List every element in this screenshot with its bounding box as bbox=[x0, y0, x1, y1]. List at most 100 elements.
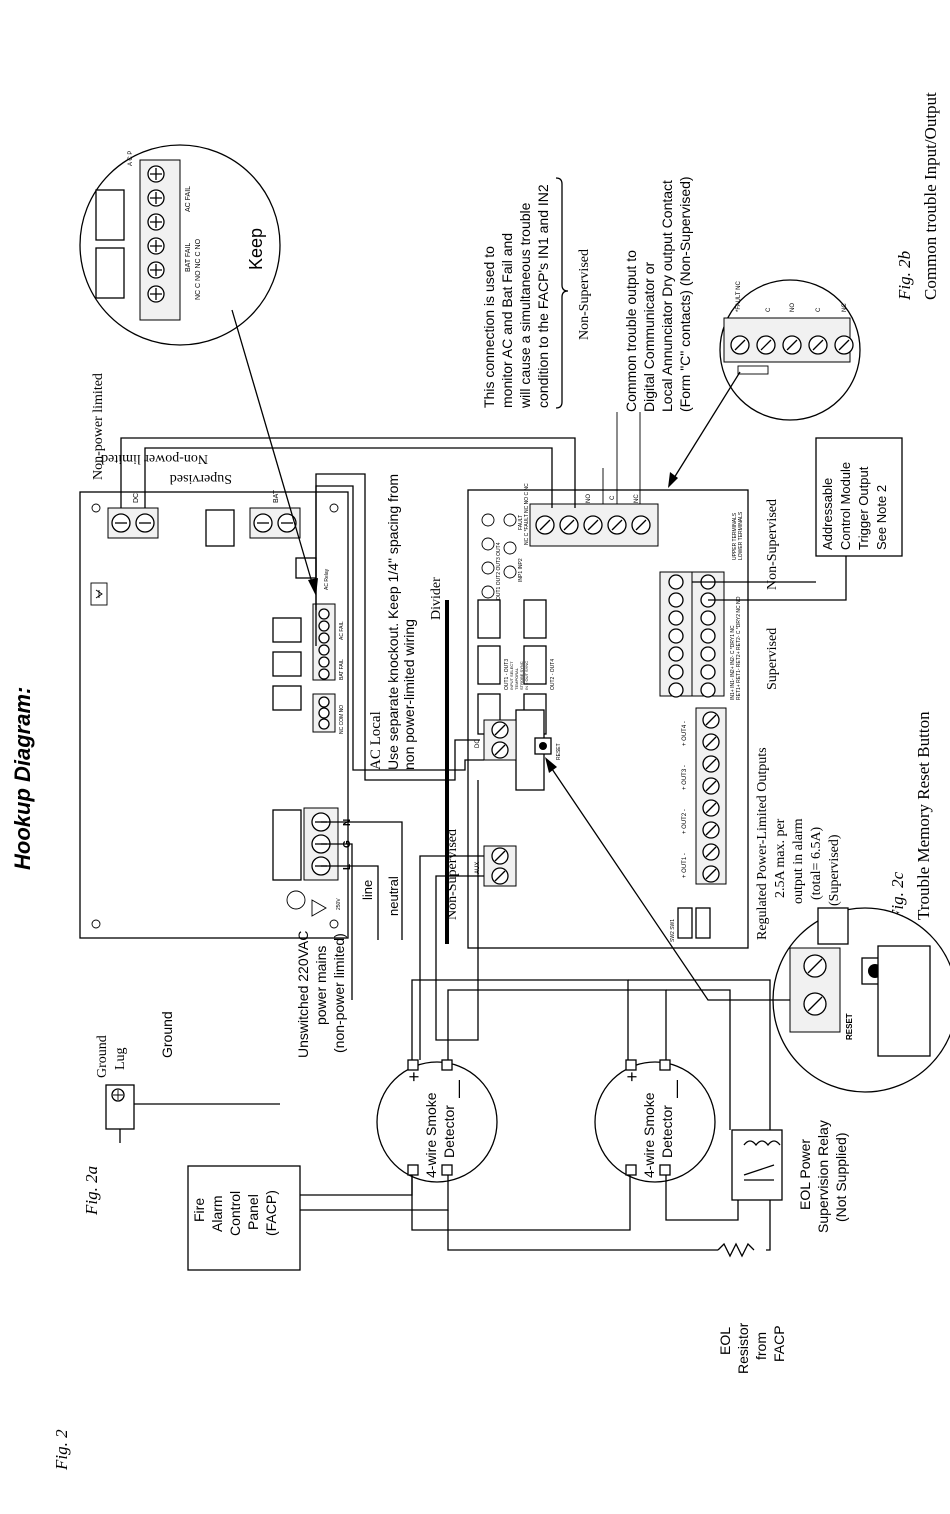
outputs-note-1: Regulated Power-Limited Outputs bbox=[755, 747, 770, 940]
ground-lug-label-2: Lug bbox=[113, 1047, 128, 1070]
eol-res-line-3: from bbox=[753, 1332, 769, 1360]
common-note-2: Digital Communicator or bbox=[641, 262, 657, 412]
outputs-note-2: 2.5A max. per bbox=[773, 818, 788, 898]
facp-box: Fire Alarm Control Panel (FACP) bbox=[187, 1165, 301, 1271]
line-label: line bbox=[360, 880, 375, 900]
acm-line-4: See Note 2 bbox=[874, 485, 889, 550]
bat-fail-label: BAT FAIL bbox=[339, 659, 345, 680]
zoom-fault-terminals: *FAULT NC NO C NC C bbox=[719, 279, 861, 421]
neutral-label: neutral bbox=[386, 876, 401, 916]
zoom-top-label-a: BAT FAIL bbox=[185, 243, 192, 272]
zoom-mid-label-d: NC bbox=[842, 303, 848, 312]
smoke-1-line-2: Detector bbox=[441, 1105, 457, 1158]
ac-local-note-2: non power-limited wiring bbox=[401, 619, 417, 770]
out24-select-label: OUT2 - OUT4 bbox=[550, 659, 556, 690]
smoke-2-plus: + bbox=[622, 1071, 642, 1082]
facp-line-1: Fire bbox=[191, 1198, 207, 1222]
power-supply-board: AC Relay DC BAT BAT FAIL AC FAIL bbox=[79, 489, 353, 939]
eol-res-line-4: FACP bbox=[771, 1325, 787, 1362]
monitor-note-3: will cause a simultaneous trouble bbox=[517, 202, 533, 409]
smoke-1-minus: — bbox=[448, 1080, 468, 1098]
ac-fail-label: AC FAIL bbox=[339, 621, 345, 640]
zoom-arrows bbox=[231, 309, 790, 1001]
smoke-detector-2: + — 4-wire Smoke Detector bbox=[594, 1059, 716, 1183]
outputs-note-5: (Supervised) bbox=[827, 834, 842, 906]
inp-label: INP1 INP2 bbox=[518, 558, 524, 582]
smoke-1-plus: + bbox=[404, 1071, 424, 1082]
fig2b-label: Fig. 2b bbox=[895, 251, 914, 301]
monitor-note-2: monitor AC and Bat Fail and bbox=[499, 233, 515, 408]
monitor-note-1: This connection is used to bbox=[481, 246, 497, 408]
reset-button: RESET bbox=[534, 737, 562, 760]
supervised-inputs: Supervised bbox=[765, 628, 780, 690]
sel-line-2: TEMPORAL bbox=[514, 667, 519, 690]
ac-relay-label: AC Relay bbox=[324, 568, 330, 590]
fault-terminal-row: NC C *FAULT NC NO C NC C NO NC bbox=[524, 483, 659, 547]
zoom-mid-label-b: NO bbox=[790, 303, 796, 312]
sel-line-4: IN = OUT SYNC bbox=[524, 661, 529, 690]
fault-led-label: FAULT bbox=[518, 515, 524, 530]
aux-terminal: AUX bbox=[475, 845, 517, 887]
monitor-note-4: condition to the FACP's IN1 and IN2 bbox=[535, 184, 551, 408]
smoke-2-minus: — bbox=[666, 1080, 686, 1098]
eol-relay: EOL Power Supervision Relay (Not Supplie… bbox=[731, 1120, 849, 1233]
smoke-detector-1: + — 4-wire Smoke Detector bbox=[376, 1059, 498, 1183]
bat-terminal: BAT bbox=[249, 489, 301, 539]
addressable-control-module: Addressable Control Module Trigger Outpu… bbox=[815, 437, 903, 557]
zoom-top-label-d: Keep bbox=[246, 228, 266, 270]
fault-row-no-label: NO bbox=[586, 494, 592, 503]
zoom-mid-label-a: *FAULT NC bbox=[736, 281, 742, 312]
non-supervised-inputs: Non-Supervised bbox=[765, 499, 780, 590]
zoom-top-label-c: NC C NO NC C NO bbox=[195, 238, 202, 300]
output-terminals: + OUT4 - + OUT3 - + OUT2 - + OUT1 - bbox=[682, 707, 727, 885]
zoom-top-label-b: AC FAIL bbox=[185, 186, 192, 212]
acm-line-3: Trigger Output bbox=[856, 466, 871, 550]
ac-local-title: AC Local bbox=[368, 711, 384, 770]
smoke-1-line-1: 4-wire Smoke bbox=[423, 1092, 439, 1178]
input-terminal-row: UPPER TERMINALS LOWER TERMINALS IN1+ IN1… bbox=[659, 511, 744, 700]
facp-line-5: (FACP) bbox=[263, 1190, 279, 1236]
zoom-fail-terminals: BAT FAIL AC FAIL NC C NO NC C NO Keep A … bbox=[79, 144, 281, 346]
output-board: NC C *FAULT NC NO C NC C NO NC OUT1 OUT2… bbox=[467, 483, 749, 949]
lower-terminals-label: LOWER TERMINALS bbox=[738, 511, 744, 560]
dc-bottom-label: DC bbox=[475, 739, 481, 748]
wiring bbox=[120, 412, 847, 1251]
ground-label: Ground bbox=[159, 1011, 175, 1058]
mains-label-1: Unswitched 220VAC bbox=[295, 931, 311, 1058]
smoke-2-line-1: 4-wire Smoke bbox=[641, 1092, 657, 1178]
sw-switches: SW2 SW1 bbox=[670, 907, 711, 942]
sw-label: SW2 SW1 bbox=[670, 919, 676, 942]
zoom-reset-button: RESET bbox=[772, 907, 950, 1093]
non-power-limited-top: Non-power limited bbox=[91, 373, 106, 480]
facp-line-3: Control bbox=[227, 1191, 243, 1236]
acm-line-2: Control Module bbox=[838, 462, 853, 550]
divider-label: Divider bbox=[429, 577, 444, 620]
in-row-lower-label: RET1+ RET1- RET2+ RET2- C *DRY2 NC NO bbox=[736, 596, 742, 700]
status-leds: OUT1 OUT2 OUT3 OUT4 INP1 INP2 FAULT bbox=[481, 513, 524, 600]
ground-lug-label-1: Ground bbox=[95, 1035, 110, 1078]
non-supervised-aux: Non-Supervised bbox=[445, 829, 460, 920]
nc-com-no-label: NC COM NO bbox=[339, 705, 345, 734]
outputs-note-3: output in alarm bbox=[791, 818, 806, 904]
dc-terminal-bottom: DC bbox=[475, 719, 517, 761]
out3-label: + OUT3 - bbox=[682, 765, 688, 790]
fail-relay-terminal: BAT FAIL AC FAIL bbox=[312, 603, 345, 681]
eol-resistor: EOL Resistor from FACP bbox=[717, 1242, 787, 1374]
monitor-brace bbox=[555, 177, 569, 409]
fig2b-caption: Common trouble Input/Output bbox=[921, 92, 940, 300]
smoke-2-line-2: Detector bbox=[659, 1105, 675, 1158]
eol-relay-line-2: Supervision Relay bbox=[815, 1120, 831, 1233]
sel-line-3: STROBE SYNC bbox=[519, 661, 524, 690]
fuse-rating-label: 250V bbox=[336, 898, 342, 910]
fig2c-label: Fig. 2c bbox=[888, 871, 907, 921]
dc-terminal-top: DC bbox=[107, 493, 159, 539]
common-note-3: Local Annunciator Dry output Contact bbox=[659, 180, 675, 412]
mains-label-2: power mains bbox=[313, 946, 329, 1025]
page-title: Hookup Diagram: bbox=[10, 687, 35, 870]
ac-local-note-1: Use separate knockout. Keep 1/4" spacing… bbox=[385, 474, 401, 770]
out13-select-label: OUT1 - OUT3 bbox=[504, 659, 510, 690]
l-label: L bbox=[342, 864, 353, 870]
reset-label: RESET bbox=[556, 743, 562, 760]
nc-com-no-terminal: NC COM NO bbox=[312, 693, 345, 734]
